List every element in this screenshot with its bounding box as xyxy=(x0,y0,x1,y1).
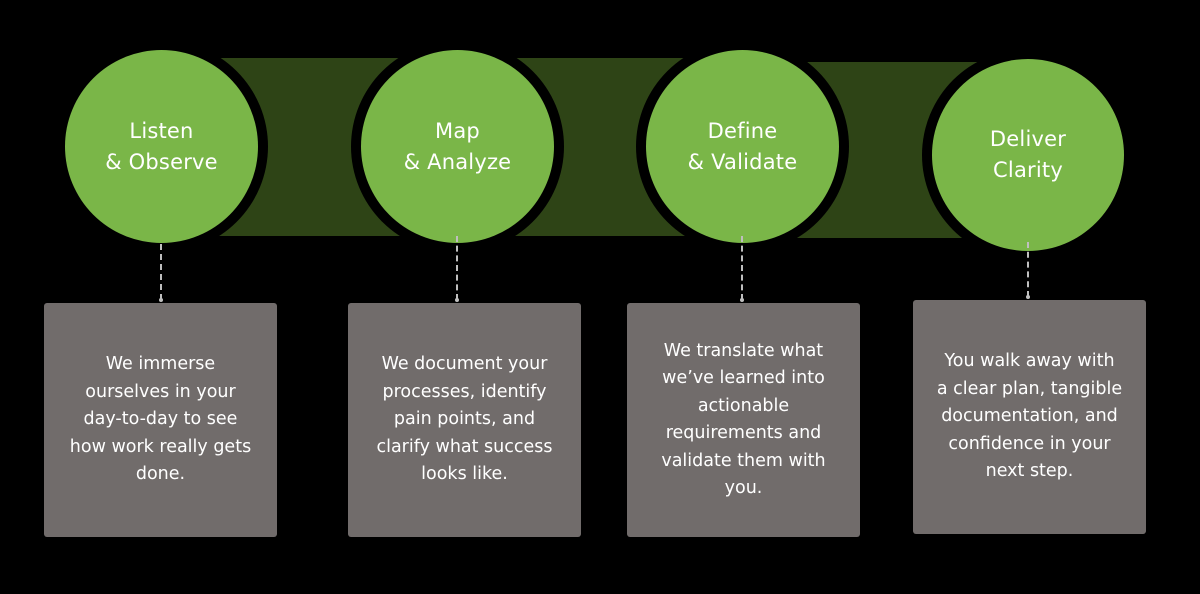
step-description: We translate what we’ve learned into act… xyxy=(661,340,826,499)
step-title: Map & Analyze xyxy=(403,118,512,174)
step-description: You walk away with a clear plan, tangibl… xyxy=(936,351,1123,482)
step-description-box-4: You walk away with a clear plan, tangibl… xyxy=(913,300,1146,534)
step-description-box-3: We translate what we’ve learned into act… xyxy=(627,303,860,537)
step-title: Listen & Observe xyxy=(105,118,218,174)
connector-2-end-dot xyxy=(455,298,459,302)
connector-4-end-dot xyxy=(1026,295,1030,299)
step-circle-deliver-clarity: Deliver Clarity xyxy=(932,59,1124,251)
step-description: We document your processes, identify pai… xyxy=(376,354,553,485)
step-description: We immerse ourselves in your day-to-day … xyxy=(69,354,252,485)
connector-4 xyxy=(1027,242,1029,297)
connector-1-end-dot xyxy=(159,298,163,302)
step-title: Define & Validate xyxy=(687,118,798,174)
step-title: Deliver Clarity xyxy=(989,127,1067,182)
step-description-box-2: We document your processes, identify pai… xyxy=(348,303,581,537)
connector-2 xyxy=(456,236,458,300)
connector-1 xyxy=(160,244,162,300)
step-circle-define-validate: Define & Validate xyxy=(646,50,839,243)
step-circle-map-analyze: Map & Analyze xyxy=(361,50,554,243)
step-description-box-1: We immerse ourselves in your day-to-day … xyxy=(44,303,277,537)
connector-3-end-dot xyxy=(740,298,744,302)
connector-3 xyxy=(741,236,743,300)
step-circle-listen-observe: Listen & Observe xyxy=(65,50,258,243)
